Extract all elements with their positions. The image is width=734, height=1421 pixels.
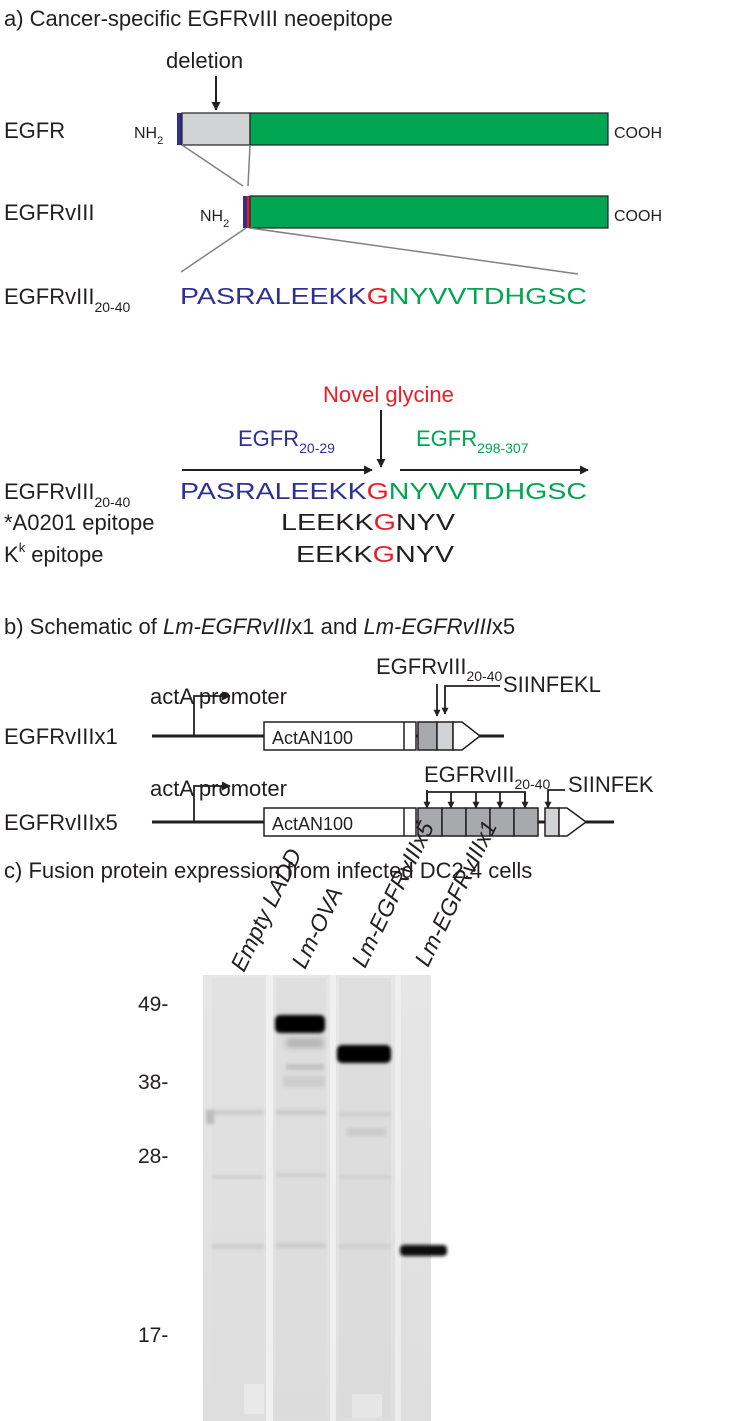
zoom-guide-left <box>180 227 247 273</box>
zoom-guide-right <box>249 227 579 275</box>
deletion-guide-right <box>247 144 251 187</box>
egfr-deletion-region <box>181 112 251 146</box>
construct-label-2: EGFRvIIIx5 <box>4 810 118 835</box>
egfr-green-domain <box>249 112 609 146</box>
peptide-label-2: EGFRvIII20-40 <box>4 479 130 510</box>
kk-epitope-label: Kk epitope <box>4 540 103 567</box>
egfrviii-glycine-mark <box>247 196 250 228</box>
construct-label-1: EGFRvIIIx1 <box>4 724 118 749</box>
promoter-label-2: actA promoter <box>150 776 287 801</box>
insert-arrows-2 <box>423 790 529 809</box>
tag-label-1: SIINFEKL <box>503 672 601 697</box>
actan100-box-2 <box>263 807 417 837</box>
nh2-label-egfr: NH2 <box>134 125 163 147</box>
lane-label-lm-ova: Lm-OVA <box>286 883 347 973</box>
tag-block-2 <box>544 807 560 837</box>
promoter-arrow-1 <box>193 691 231 735</box>
marker-17: 17- <box>138 1324 168 1347</box>
peptide-label: EGFRvIII20-40 <box>4 284 130 315</box>
insert-block-1 <box>417 721 438 751</box>
egfr-label: EGFR <box>4 118 65 143</box>
cooh-label-egfrviii: COOH <box>614 208 662 225</box>
insert-label-2: EGFRvIII20-40 <box>424 762 550 792</box>
marker-38: 38- <box>138 1071 168 1094</box>
band-lm-egfrviiix5 <box>337 1045 391 1063</box>
insert-label-1: EGFRvIII20-40 <box>376 654 502 684</box>
actan100-label-2: ActAN100 <box>272 814 353 834</box>
novel-glycine-label: Novel glycine <box>323 382 454 407</box>
insert-blocks-2 <box>417 807 539 837</box>
marker-28: 28- <box>138 1145 168 1168</box>
band-lm-egfrviiix1 <box>400 1245 447 1256</box>
stop-arrow-1 <box>452 721 482 751</box>
insert-arrow-1b <box>441 685 500 715</box>
a0201-epitope-label: *A0201 epitope <box>4 510 154 535</box>
stop-arrow-2 <box>558 807 588 837</box>
deletion-guide-left <box>181 144 244 187</box>
marker-49: 49- <box>138 993 168 1016</box>
band-lm-ova <box>275 1015 325 1033</box>
panel-b-heading: b) Schematic of Lm-EGFRvIIIx1 and Lm-EGF… <box>4 614 515 639</box>
egfrviii-label: EGFRvIII <box>4 200 94 225</box>
nh2-label-egfrviii: NH2 <box>200 208 229 230</box>
actan100-box-1 <box>263 721 417 751</box>
panel-c-heading: c) Fusion protein expression from infect… <box>4 858 532 883</box>
egfrviii-nterm-block <box>243 196 247 228</box>
actan100-label-1: ActAN100 <box>272 728 353 748</box>
panel-a-heading: a) Cancer-specific EGFRvIII neoepitope <box>4 6 393 31</box>
egfrviii-green-domain <box>249 195 609 229</box>
promoter-arrow-2 <box>193 781 231 822</box>
deletion-label: deletion <box>166 48 243 73</box>
egfr-nterm-block <box>177 113 182 145</box>
tag-block-1 <box>436 721 454 751</box>
tag-arrow-2 <box>544 789 565 809</box>
tag-label-2: SIINFEK <box>568 772 654 797</box>
egfr-20-29-label: EGFR20-29 <box>238 426 335 456</box>
egfr-298-307-label: EGFR298-307 <box>416 426 529 456</box>
cooh-label-egfr: COOH <box>614 125 662 142</box>
western-blot <box>203 975 431 1421</box>
